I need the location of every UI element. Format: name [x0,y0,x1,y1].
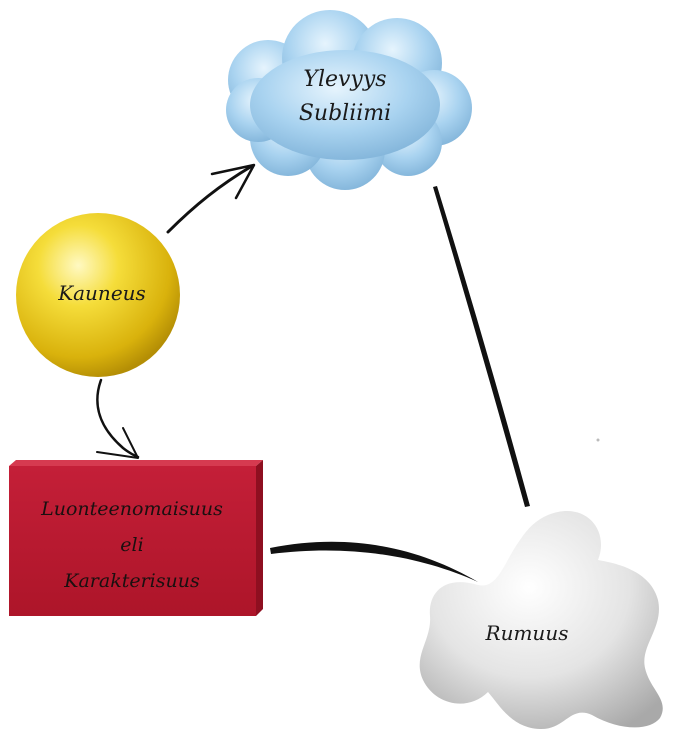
beauty-label: Kauneus [57,281,146,305]
sublime-label-line2: Subliimi [299,101,391,126]
characteristic-label-line2: eli [120,534,143,556]
stray-dot [596,438,600,442]
ugliness-label: Rumuus [485,621,569,645]
connector-beauty-to-sublime [166,164,254,234]
characteristic-box: Luonteenomaisuus eli Karakterisuus [9,460,263,616]
sublime-cloud: Ylevyys Subliimi [226,10,472,190]
connector-sublime-to-ugliness [433,186,530,507]
characteristic-label-line3: Karakterisuus [63,570,200,592]
beauty-sphere: Kauneus [16,213,180,377]
arrowhead-characteristic [96,427,139,459]
connector-beauty-to-characteristic [96,378,140,459]
ugliness-blob: Rumuus [419,511,663,730]
connector-characteristic-to-ugliness [270,541,478,582]
arrowhead-sublime [210,163,256,200]
characteristic-label-line1: Luonteenomaisuus [40,498,223,520]
sublime-label-line1: Ylevyys [303,67,386,92]
